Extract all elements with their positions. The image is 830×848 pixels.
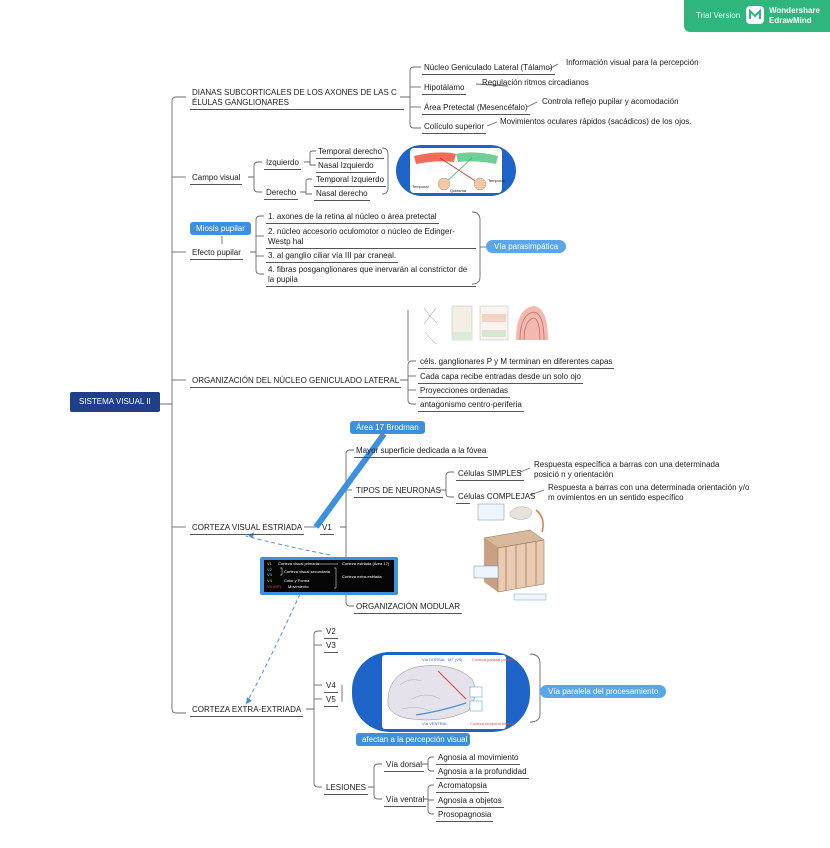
fig-label-quiasma: Quiasma <box>450 188 467 193</box>
branch-organizacion-ngl[interactable]: ORGANIZACIÓN DEL NÚCLEO GENICULADO LATER… <box>190 376 402 388</box>
corteza-superficie-fovea[interactable]: Mayor superficie dedicada a la fóvea <box>354 446 489 458</box>
brand-name-2: EdrawMind <box>769 16 812 25</box>
fig-corteza-parietal: Corteza parietal posterior <box>472 657 517 662</box>
legend-code-v5: V5 (MT) <box>267 584 282 589</box>
legend-right-v1: Corteza estriada (Área 17) <box>342 561 390 566</box>
root-label: SISTEMA VISUAL II <box>79 397 151 406</box>
efecto-step-2[interactable]: 2. núcleo accesorio oculomotor o núcleo … <box>266 227 476 249</box>
legend-text-v1: Corteza visual primaria <box>278 561 319 566</box>
extra-area-v2[interactable]: V2 <box>324 627 338 639</box>
ngl-layers-figure <box>420 296 550 350</box>
trial-label: Trial Version <box>696 11 741 20</box>
legend-code-v2: V2 <box>267 567 272 572</box>
lesiones-via-dorsal[interactable]: Vía dorsal <box>384 760 425 772</box>
corteza-v1[interactable]: V1 <box>320 523 334 535</box>
dianas-detail-coliculo[interactable]: Movimientos oculares rápidos (sacádicos)… <box>500 117 692 126</box>
fig-via-ventral: Vía VENTRAL <box>422 721 448 726</box>
visual-areas-legend: V1 Corteza visual primaria Corteza estri… <box>260 557 398 595</box>
dianas-item-coliculo[interactable]: Colículo superior <box>422 122 487 134</box>
lesion-agnosia-profundidad[interactable]: Agnosia a la profundidad <box>436 767 529 779</box>
branch-efecto-pupilar[interactable]: Efecto pupilar <box>190 248 243 260</box>
fig-via-dorsal: Vía DORSAL <box>422 657 446 662</box>
callout-afectan-percepcion[interactable]: afectan a la percepción visual <box>356 733 470 746</box>
ngl-item-un-ojo[interactable]: Cada capa recibe entradas desde un solo … <box>418 372 583 384</box>
neuronas-complejas-detalle[interactable]: Respuesta a barras con una determinada o… <box>548 483 750 502</box>
legend-text-v3: Corteza visual secundaria <box>284 569 331 574</box>
ngl-item-capas[interactable]: céls. ganglionares P y M terminan en dif… <box>418 357 615 369</box>
legend-text-v4: Color y Forma <box>284 578 310 583</box>
summary-via-parasimpatica[interactable]: Vía parasimpática <box>486 240 567 253</box>
campo-der-temporal-izquierdo[interactable]: Temporal Izquierdo <box>314 175 387 187</box>
visual-field-figure: Temporal Quiasma Temporal <box>396 145 516 196</box>
legend-code-v1: V1 <box>267 561 272 566</box>
corteza-tipos-neuronas[interactable]: TIPOS DE NEURONAS <box>354 486 443 498</box>
branch-dianas[interactable]: DIANAS SUBCORTICALES DE LOS AXONES DE LA… <box>190 88 404 110</box>
lesion-agnosia-objetos[interactable]: Agnosia a objetos <box>436 796 504 808</box>
extra-area-v3[interactable]: V3 <box>324 641 338 653</box>
campo-der-nasal-derecho[interactable]: Nasal derecho <box>314 189 370 201</box>
dianas-detail-pretectal[interactable]: Controla reflejo pupilar y acomodación <box>542 97 679 106</box>
extra-area-v5[interactable]: V5 <box>324 695 338 707</box>
dianas-detail-hipotalamo[interactable]: Regulación ritmos circadianos <box>482 78 589 87</box>
callout-area-17-brodman[interactable]: Área 17 Brodman <box>350 421 425 434</box>
branch-corteza-estriada[interactable]: CORTEZA VISUAL ESTRIADA <box>190 523 305 535</box>
fig-label-temporal-2: Temporal <box>488 178 505 183</box>
legend-code-v3: V3 <box>267 572 272 577</box>
summary-via-paralela[interactable]: Vía paralela del procesamiento <box>540 685 667 698</box>
branch-campo-visual[interactable]: Campo visual <box>190 173 243 185</box>
dianas-item-hipotalamo[interactable]: Hipotálamo <box>422 83 467 95</box>
edrawmind-logo-icon <box>746 6 764 24</box>
callout-miosis-pupilar[interactable]: Miosis pupilar <box>190 222 251 235</box>
campo-izq-nasal-izquierdo[interactable]: Nasal Izquierdo <box>316 161 376 173</box>
brand-name-1: Wondershare <box>769 6 820 15</box>
efecto-step-4[interactable]: 4. fibras posganglionares que inervarán … <box>266 265 476 287</box>
efecto-step-1[interactable]: 1. axones de la retina al núcleo o área … <box>266 212 439 224</box>
legend-text-v5: Movimiento <box>288 584 309 589</box>
campo-izquierdo[interactable]: Izquierdo <box>264 158 301 170</box>
neuronas-simples[interactable]: Células SIMPLES <box>456 469 524 481</box>
lesion-prosopagnosia[interactable]: Prosopagnosia <box>436 810 494 822</box>
branch-corteza-extra-extriada[interactable]: CORTEZA EXTRA-EXTRIADA <box>190 705 304 717</box>
extra-lesiones[interactable]: LESIONES <box>324 783 369 795</box>
fig-label-temporal-1: Temporal <box>412 184 429 189</box>
lesion-acromatopsia[interactable]: Acromatopsia <box>436 781 489 793</box>
dianas-detail-ngl[interactable]: Información visual para la percepción <box>566 58 699 67</box>
campo-derecho[interactable]: Derecho <box>264 188 299 200</box>
campo-izq-temporal-derecho[interactable]: Temporal derecho <box>316 147 385 159</box>
legend-right-v4: Corteza extra-estriada <box>342 574 382 579</box>
ngl-item-proyecciones[interactable]: Proyecciones ordenadas <box>418 386 511 398</box>
legend-code-v4: V4 <box>267 578 272 583</box>
corteza-organizacion-modular[interactable]: ORGANIZACIÓN MODULAR <box>354 602 463 614</box>
brand-banner: Trial Version Wondershare EdrawMind <box>684 0 830 32</box>
neuronas-simples-detalle[interactable]: Respuesta específica a barras con una de… <box>534 460 720 479</box>
lesiones-via-ventral[interactable]: Vía ventral <box>384 795 427 807</box>
root-node[interactable]: SISTEMA VISUAL II <box>70 392 160 412</box>
dianas-item-pretectal[interactable]: Área Pretectal (Mesencéfalo) <box>422 103 530 115</box>
extra-area-v4[interactable]: V4 <box>324 681 338 693</box>
fig-corteza-temporal: Corteza temporal inferior <box>470 721 515 726</box>
lesion-agnosia-movimiento[interactable]: Agnosia al movimiento <box>436 753 521 765</box>
parallel-pathways-figure: Vía DORSAL MT (V5) Corteza parietal post… <box>352 652 530 732</box>
fig-mt-v5: MT (V5) <box>448 657 463 662</box>
cortical-module-figure <box>470 502 550 604</box>
ngl-item-antagonismo[interactable]: antagonismo centro-periferia <box>418 400 524 412</box>
dianas-item-ngl[interactable]: Núcleo Geniculado Lateral (Tálamo) <box>422 63 555 75</box>
efecto-step-3[interactable]: 3. al ganglio ciliar vía III par craneal… <box>266 251 399 263</box>
